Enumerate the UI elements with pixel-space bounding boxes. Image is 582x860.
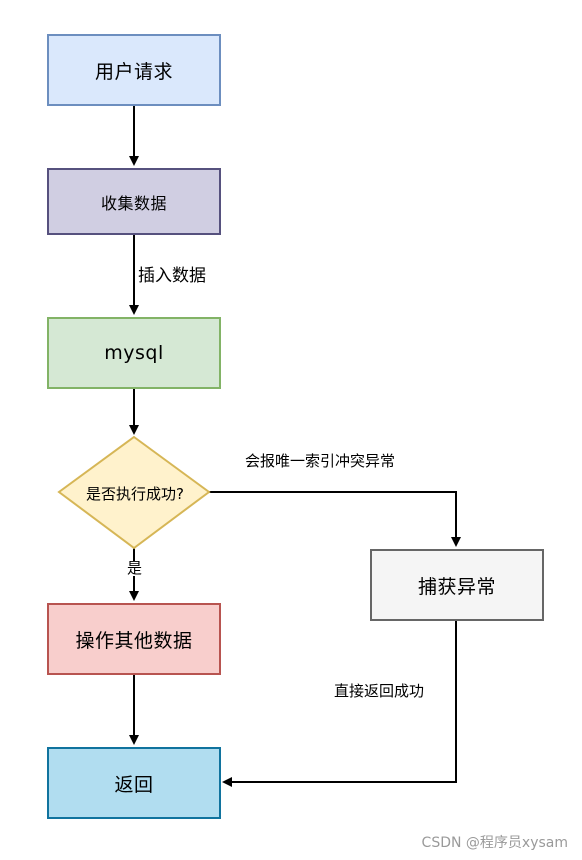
node-other-data: 操作其他数据 bbox=[47, 603, 221, 675]
edge-label-direct-return: 直接返回成功 bbox=[334, 682, 425, 700]
node-user-request-label: 用户请求 bbox=[94, 60, 173, 83]
node-catch-exception: 捕获异常 bbox=[370, 549, 544, 621]
node-user-request: 用户请求 bbox=[47, 34, 221, 106]
decision-diamond bbox=[57, 435, 211, 550]
edge-exception-to-return bbox=[222, 621, 457, 787]
node-catch-exception-label: 捕获异常 bbox=[417, 575, 496, 598]
node-return: 返回 bbox=[47, 747, 221, 819]
edge-label-yes: 是 bbox=[127, 559, 143, 577]
node-decision-label: 是否执行成功? bbox=[86, 484, 184, 503]
edge-label-insert-data: 插入数据 bbox=[138, 266, 206, 286]
edge-decision-to-exception bbox=[209, 491, 461, 547]
node-collect-data-label: 收集数据 bbox=[100, 193, 167, 213]
node-mysql: mysql bbox=[47, 317, 221, 389]
edge-label-unique-conflict: 会报唯一索引冲突异常 bbox=[245, 452, 396, 470]
node-collect-data: 收集数据 bbox=[47, 168, 221, 235]
node-return-label: 返回 bbox=[114, 773, 154, 796]
node-mysql-label: mysql bbox=[104, 342, 164, 364]
watermark: CSDN @程序员xysam bbox=[421, 835, 568, 851]
node-other-data-label: 操作其他数据 bbox=[75, 629, 193, 652]
